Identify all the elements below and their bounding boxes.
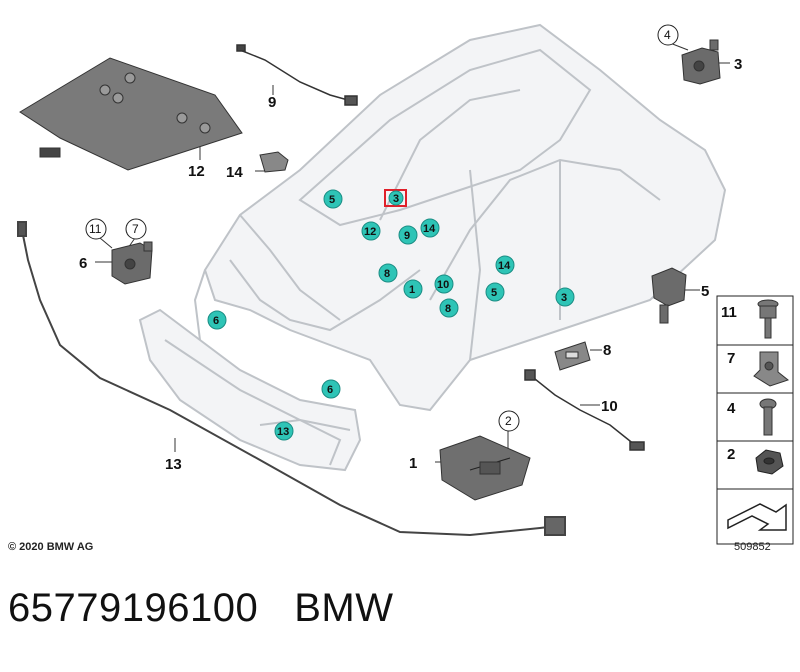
part-caption: 65779196100 BMW <box>8 586 393 631</box>
badge: 3 <box>555 287 575 307</box>
badge: 14 <box>495 255 515 275</box>
legend-label-11: 11 <box>721 304 737 321</box>
diagram-number: 509852 <box>734 541 771 553</box>
svg-text:5: 5 <box>329 194 335 206</box>
badge: 10 <box>434 274 454 294</box>
part-sensor-block-6 <box>111 241 153 285</box>
fastener-legend: 11 7 4 2 <box>716 295 794 545</box>
part-sensor-5 <box>651 267 687 324</box>
circled-11: 11 <box>89 222 102 236</box>
screw-washer-icon <box>757 299 779 339</box>
callout-14: 14 <box>226 164 243 181</box>
svg-text:5: 5 <box>491 287 497 299</box>
callout-8: 8 <box>603 342 611 359</box>
badge: 3 <box>388 190 404 206</box>
callout-6: 6 <box>79 255 87 272</box>
callout-10: 10 <box>601 398 618 415</box>
callout-labels: 1 3 5 6 8 9 10 12 13 14 <box>79 56 742 473</box>
selected-position-highlight <box>384 189 407 207</box>
legend-label-2: 2 <box>727 446 735 463</box>
svg-text:9: 9 <box>404 230 410 242</box>
badge: 12 <box>361 221 381 241</box>
svg-text:3: 3 <box>393 193 399 205</box>
callout-1: 1 <box>409 455 417 472</box>
part-cable-13 <box>17 221 566 537</box>
callout-3: 3 <box>734 56 742 73</box>
svg-text:14: 14 <box>498 260 511 272</box>
orientation-arrow-icon <box>727 503 787 531</box>
badge: 6 <box>207 310 227 330</box>
spring-nut-icon <box>753 351 790 387</box>
callout-5: 5 <box>701 283 709 300</box>
circled-7: 7 <box>132 222 139 236</box>
callout-12: 12 <box>188 163 205 180</box>
part-bracket-8 <box>554 341 591 371</box>
part-control-unit-1 <box>439 435 531 501</box>
hex-nut-icon <box>755 449 784 475</box>
callout-9: 9 <box>268 94 276 111</box>
part-sensor-block-3 <box>681 39 721 85</box>
part-clip-14 <box>259 151 289 173</box>
position-badges: 5 3 12 9 14 8 1 10 5 14 8 3 6 6 13 <box>207 189 575 441</box>
svg-text:13: 13 <box>277 426 289 438</box>
svg-text:14: 14 <box>423 223 436 235</box>
badge: 5 <box>485 282 505 302</box>
svg-text:10: 10 <box>437 279 449 291</box>
svg-text:8: 8 <box>384 268 390 280</box>
badge: 8 <box>439 298 459 318</box>
legend-label-4: 4 <box>727 400 736 417</box>
svg-text:6: 6 <box>213 315 219 327</box>
badge: 5 <box>323 189 343 209</box>
badge: 9 <box>398 225 418 245</box>
badge: 8 <box>378 263 398 283</box>
legend-label-7: 7 <box>727 350 735 367</box>
svg-text:3: 3 <box>561 292 567 304</box>
bolt-icon <box>759 398 777 436</box>
callout-13: 13 <box>165 456 182 473</box>
circled-2: 2 <box>505 414 512 428</box>
brand-name: BMW <box>294 586 394 630</box>
svg-text:12: 12 <box>364 226 376 238</box>
part-mat-12 <box>19 57 243 171</box>
svg-text:1: 1 <box>409 284 415 296</box>
circled-labels <box>85 24 679 432</box>
circled-4: 4 <box>664 28 671 42</box>
circled-label-text: 4 11 7 2 <box>89 28 671 428</box>
copyright-notice: © 2020 BMW AG <box>8 541 94 553</box>
badge: 6 <box>321 379 341 399</box>
car-body-shell <box>193 23 727 412</box>
badge: 1 <box>403 279 423 299</box>
svg-text:8: 8 <box>445 303 451 315</box>
part-cable-9 <box>236 44 358 106</box>
badge: 14 <box>420 218 440 238</box>
part-number: 65779196100 <box>8 586 259 630</box>
badge: 13 <box>274 421 294 441</box>
svg-text:6: 6 <box>327 384 333 396</box>
part-cable-10 <box>524 369 645 451</box>
